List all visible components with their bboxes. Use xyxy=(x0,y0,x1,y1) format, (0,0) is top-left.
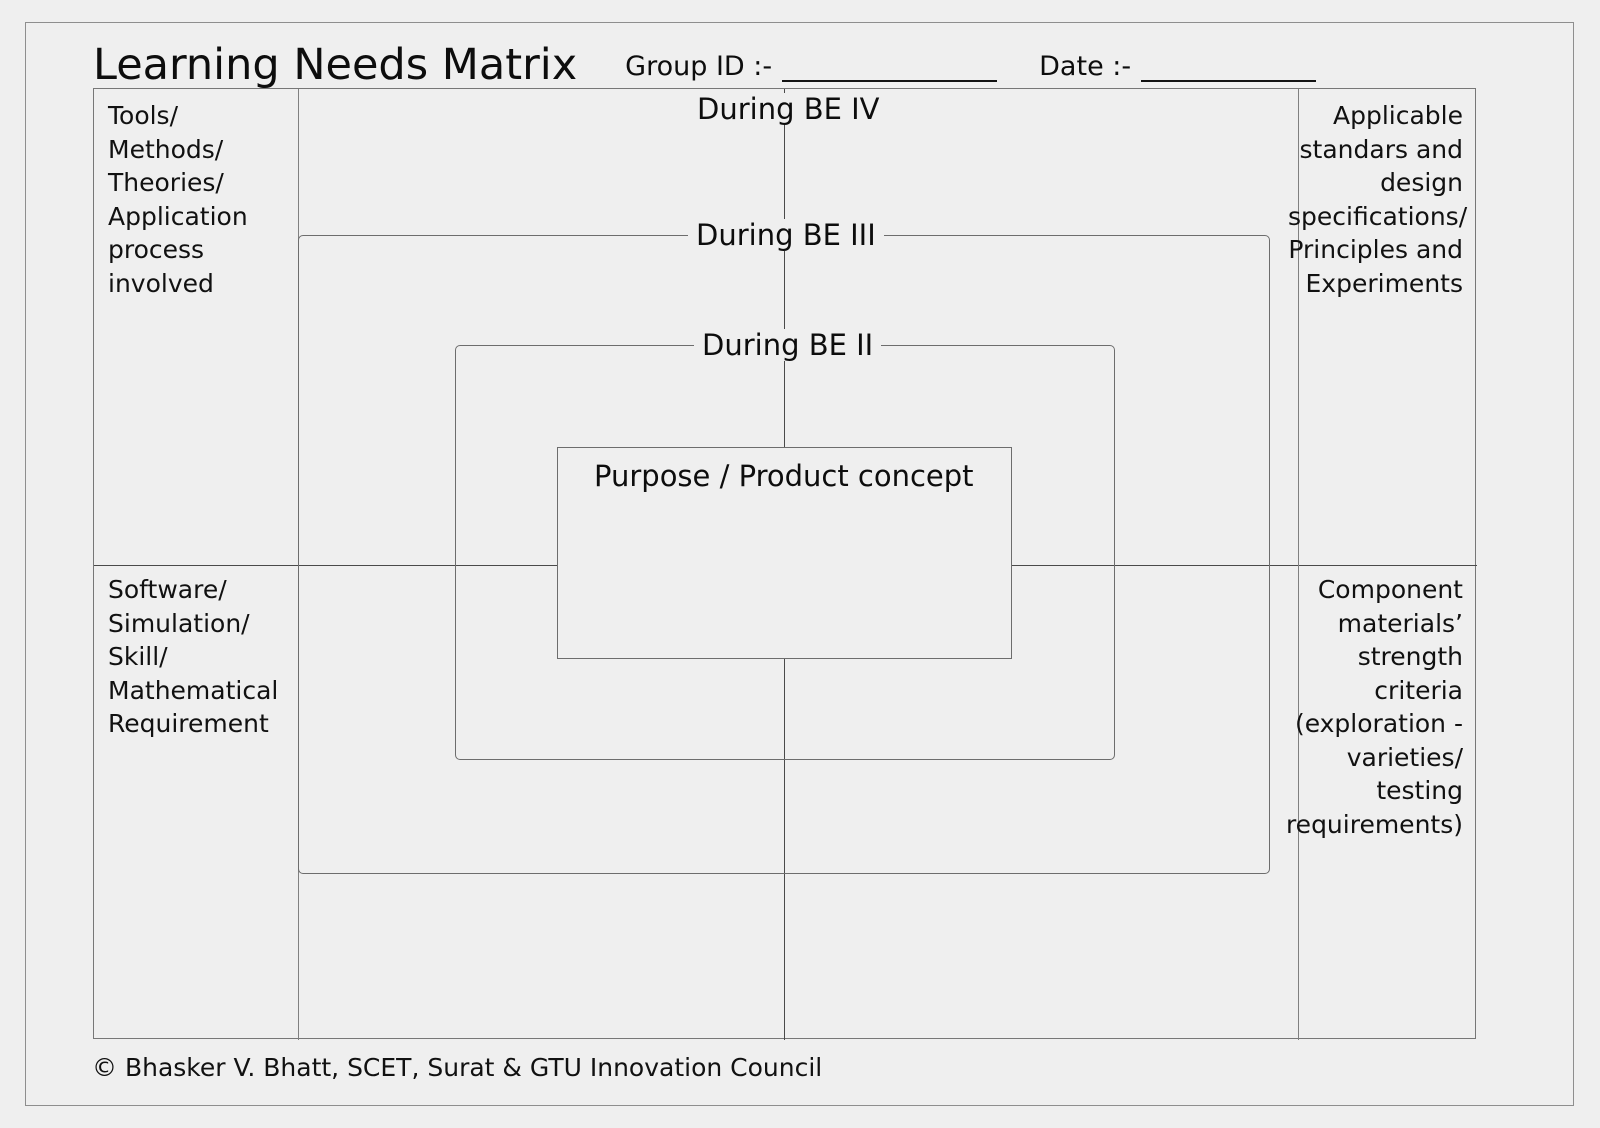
stage-label-be4: During BE IV xyxy=(689,93,888,125)
date-input[interactable] xyxy=(1141,58,1317,82)
stage-label-be3: During BE III xyxy=(688,219,884,251)
quadrant-text-top-right: Applicable standars and design specifica… xyxy=(1288,101,1468,298)
page-title: Learning Needs Matrix xyxy=(93,40,578,90)
quadrant-text-top-left: Tools/ Methods/ Theories/ Application pr… xyxy=(108,101,248,298)
stage-label-be2: During BE II xyxy=(694,329,882,361)
group-id-label: Group ID :- xyxy=(625,51,773,82)
learning-needs-matrix: Purpose / Product concept During BE IV D… xyxy=(93,88,1477,1040)
group-id-field[interactable]: Group ID :- xyxy=(625,51,998,82)
copyright-credit: © Bhasker V. Bhatt, SCET, Surat & GTU In… xyxy=(92,1053,823,1082)
header-fields: Group ID :- Date :- xyxy=(625,52,1476,88)
right-column-divider xyxy=(1298,89,1299,1040)
quadrant-text-bottom-left: Software/ Simulation/ Skill/ Mathematica… xyxy=(108,575,279,738)
purpose-product-concept-box[interactable]: Purpose / Product concept xyxy=(557,447,1012,659)
group-id-input[interactable] xyxy=(782,58,998,82)
header: Learning Needs Matrix Group ID :- Date :… xyxy=(93,26,1476,88)
date-field[interactable]: Date :- xyxy=(1039,51,1317,82)
date-label: Date :- xyxy=(1039,51,1132,82)
quadrant-text-bottom-right: Component materials’ strength criteria (… xyxy=(1285,575,1463,839)
stage-label-core: Purpose / Product concept xyxy=(594,459,974,493)
